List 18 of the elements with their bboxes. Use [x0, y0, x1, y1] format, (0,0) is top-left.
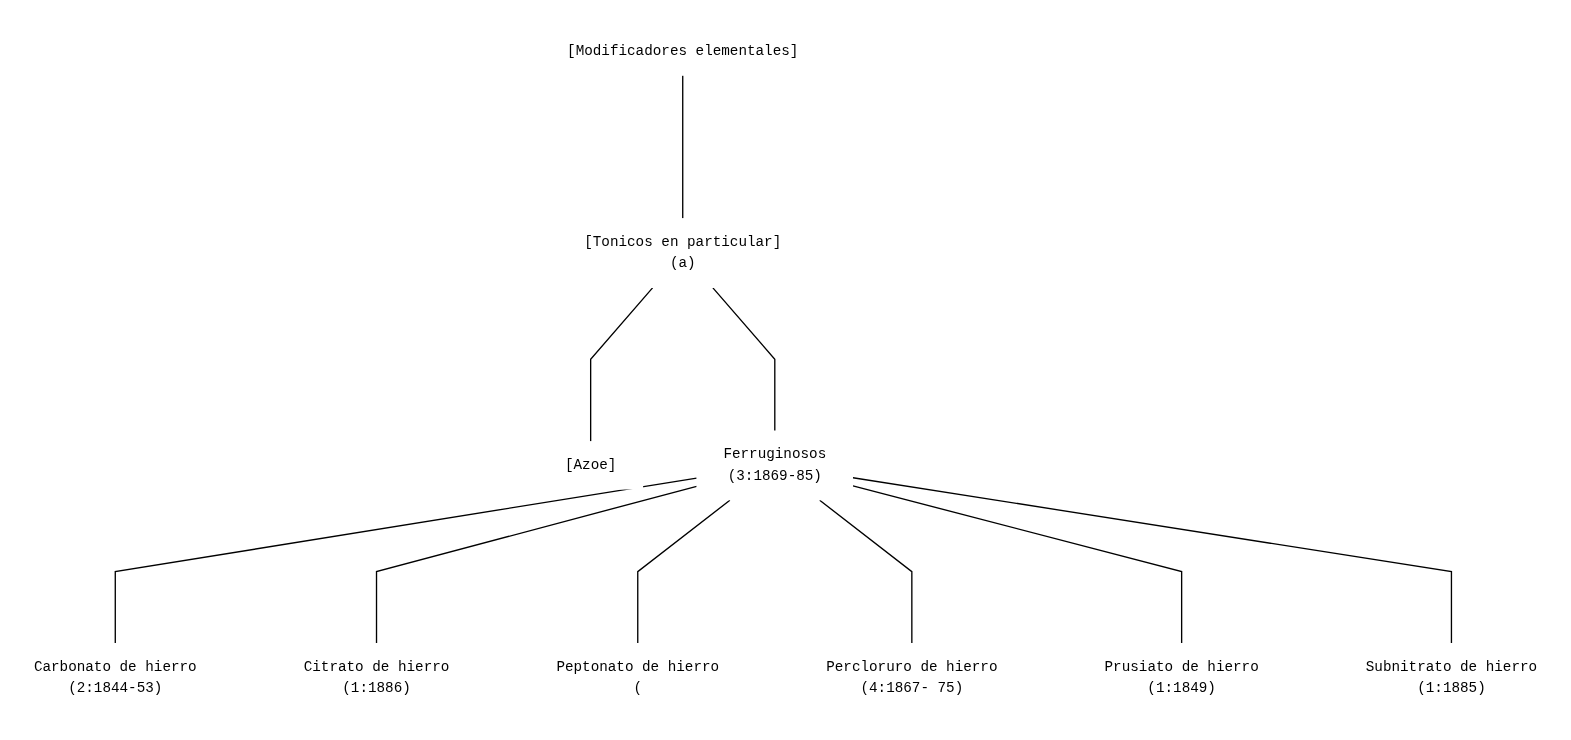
node-text: Citrato de hierro (1:1886) — [303, 659, 450, 697]
connector — [682, 74, 684, 219]
connector — [114, 477, 698, 644]
connector — [637, 499, 731, 644]
node-text: [Modificadores elementales] — [567, 43, 799, 60]
node-text: Carbonato de hierro (2:1844-53) — [33, 659, 197, 697]
connector — [375, 485, 698, 644]
connector — [590, 287, 654, 443]
node-text: Prusiato de hierro (1:1849) — [1104, 659, 1259, 697]
connector — [852, 485, 1183, 644]
connector — [819, 499, 913, 644]
node-text: [Tonicos en particular] (a) — [584, 234, 782, 272]
connector — [852, 477, 1453, 644]
node-text: Subnitrato de hierro (1:1885) — [1365, 659, 1538, 697]
connector — [712, 287, 776, 432]
node-text: Percloruro de hierro (4:1867- 75) — [826, 659, 998, 697]
node-text: Ferruginosos (3:1869-85) — [723, 446, 827, 485]
node-text: Peptonato de hierro ( — [556, 659, 720, 697]
